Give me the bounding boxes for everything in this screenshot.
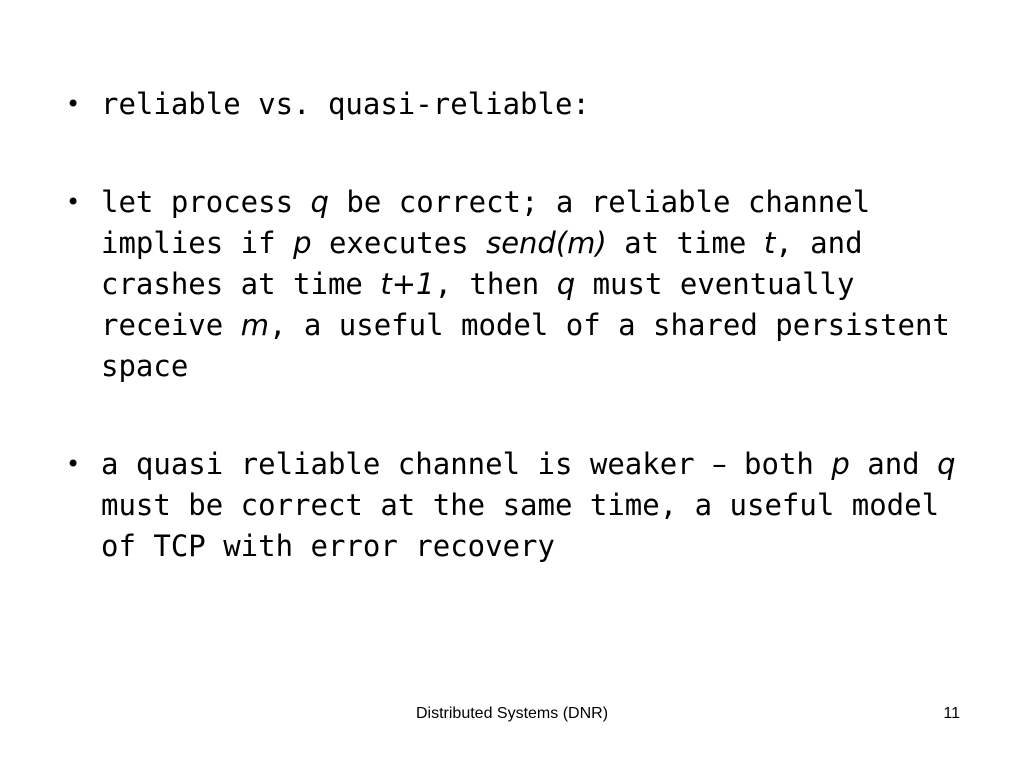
bullet-text: a quasi reliable channel is weaker – bot… <box>101 447 956 563</box>
bullet-text-segment: t+1 <box>380 267 435 301</box>
bullet-text-segment: p <box>293 226 312 260</box>
bullet-text-segment: at time <box>606 226 764 260</box>
bullet-item: • a quasi reliable channel is weaker – bo… <box>64 444 964 567</box>
bullet-text-segment: , and crashes at time <box>101 226 863 301</box>
bullet-text-segment: q <box>310 185 329 219</box>
bullet-text: let process q be correct; a reliable cha… <box>101 185 950 383</box>
bullet-text-segment: a quasi reliable channel is weaker <box>101 447 713 481</box>
bullet-text-segment: must be correct at the same time, a usef… <box>101 488 940 563</box>
bullet-item: • reliable vs. quasi-reliable: <box>64 84 964 125</box>
bullet-dot-icon: • <box>66 90 81 118</box>
bullet-text-segment: let process <box>101 185 311 219</box>
bullet-text-segment: p <box>831 447 850 481</box>
bullet-dot-icon: • <box>66 450 81 478</box>
bullet-text-segment: and <box>849 447 938 481</box>
bullet-text: reliable vs. quasi-reliable: <box>101 87 590 121</box>
bullet-dot-icon: • <box>66 188 81 216</box>
bullet-text-segment: , then <box>434 267 557 301</box>
footer-title: Distributed Systems (DNR) <box>415 705 609 722</box>
page-number: 11 <box>943 705 960 722</box>
bullet-text-segment: reliable vs. quasi-reliable: <box>101 87 590 121</box>
bullet-text-segment: , a useful model of a shared persistent … <box>101 308 950 383</box>
bullet-text-segment: send(m) <box>486 226 607 260</box>
bullet-text-segment: t <box>763 226 776 260</box>
bullet-text-segment: both <box>726 447 832 481</box>
bullet-text-segment: – <box>712 447 727 481</box>
bullet-text-segment: q <box>556 267 576 301</box>
bullet-item: • let process q be correct; a reliable ch… <box>64 182 964 387</box>
bullet-text-segment: be correct; a reliable channel implies i… <box>101 185 871 260</box>
bullet-text-segment: must eventually receive <box>101 267 855 342</box>
bullet-list: • reliable vs. quasi-reliable: • let proces… <box>64 84 964 624</box>
bullet-text-segment: executes <box>311 226 487 260</box>
bullet-text-segment: m <box>240 308 269 342</box>
bullet-text-segment: q <box>937 447 956 481</box>
